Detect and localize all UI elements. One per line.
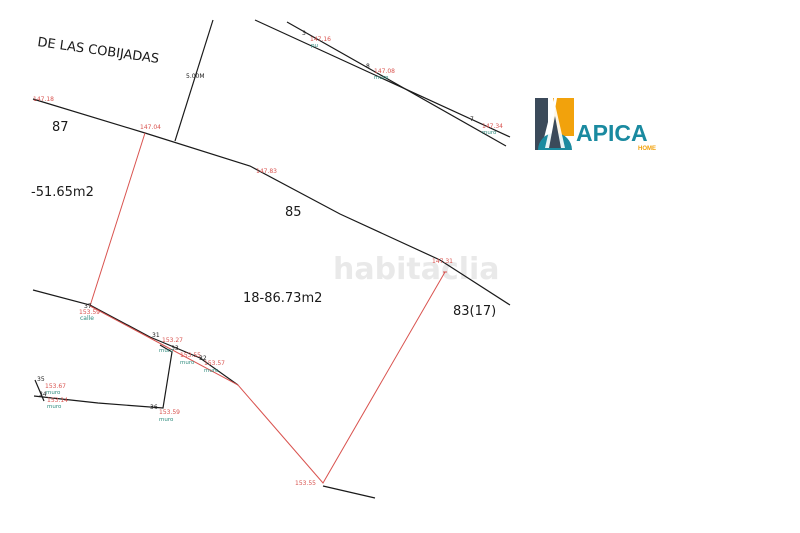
feature-note: muro [159,417,174,423]
feature-note: muro [204,368,219,374]
feature-note: muro [482,130,497,136]
point-id: 32 [199,355,207,362]
elevation-label: 147.83 [256,168,277,175]
elevation-label: 153.55 [295,480,316,487]
point-id: 7 [470,116,474,123]
point-id: 37 [84,303,92,310]
parcel-area-main: 18-86.73m2 [243,291,322,306]
elevation-label: 153.59 [79,309,100,316]
logo-tagline: HOME [638,146,656,152]
feature-note: muro [374,75,389,81]
elevation-label: 153.67 [45,383,66,390]
width-label: 5.00M [186,73,205,80]
feature-note: muro [46,390,61,396]
elevation-label: 153.59 [159,409,180,416]
parcel-87: 87 [52,120,69,135]
point-id: 33 [171,345,179,352]
logo-name: APICA [576,120,648,146]
point-id: 35 [37,376,45,383]
point-id: 34 [39,391,47,398]
elevation-label: 153.14 [47,397,68,404]
point-id: 3 [302,30,306,37]
point-id: 8 [366,63,370,70]
street-label: DE LAS COBIJADAS [36,35,160,67]
feature-note: muro [180,360,195,366]
watermark: habitaclia [333,252,500,287]
parcel-area-left: -51.65m2 [31,185,94,200]
feature-note: muro [159,348,174,354]
elevation-label: 147.16 [310,36,331,43]
parcel-boundary [89,132,446,484]
feature-note: pu [311,43,318,49]
point-id: 31 [152,332,160,339]
elevation-label: 153.57 [204,360,225,367]
feature-note: muro [47,404,62,410]
parcel-85: 85 [285,205,302,220]
point-id: 36 [150,404,158,411]
parcel-83: 83(17) [453,304,496,319]
elevation-label: 153.27 [162,337,183,344]
feature-note: calle [80,315,94,322]
elevation-label: 147.04 [140,124,161,131]
street-lines [32,19,511,499]
elevation-label: 153.55 [180,352,201,359]
elevation-label: 147.08 [374,68,395,75]
elevation-label: 147.18 [33,96,54,103]
apica-logo: APICA HOME [535,98,656,152]
elevation-label: 147.34 [482,123,503,130]
elevation-label: 147.31 [432,258,453,265]
